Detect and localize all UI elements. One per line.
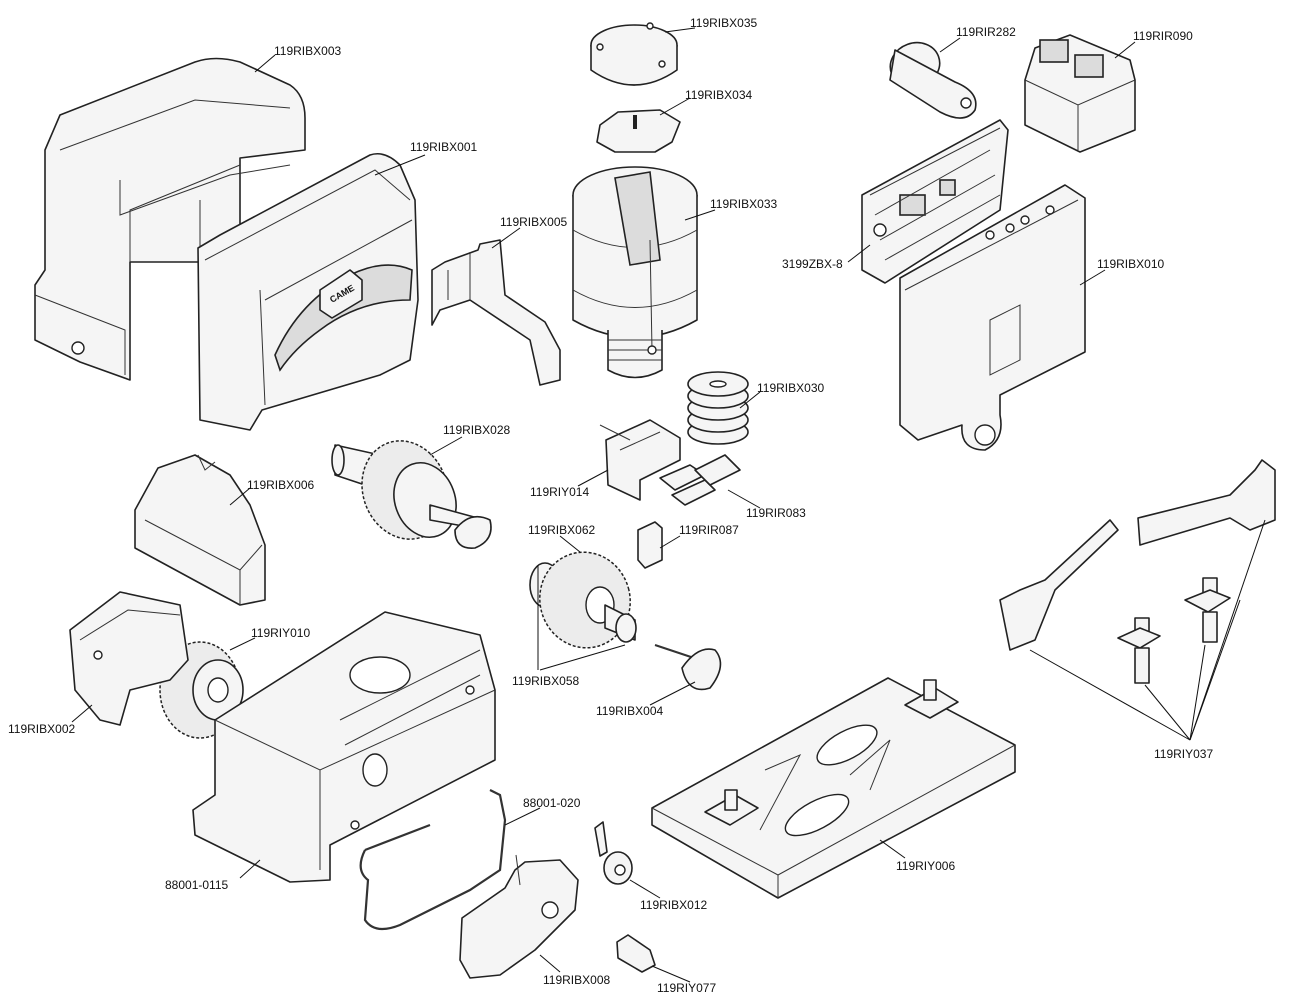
label-119RIBX010: 119RIBX010	[1097, 257, 1164, 271]
label-119RIBX035: 119RIBX035	[690, 16, 757, 30]
label-119RIBX001: 119RIBX001	[410, 140, 477, 154]
label-119RIBX058: 119RIBX058	[512, 674, 579, 688]
label-119RIBX030: 119RIBX030	[757, 381, 824, 395]
part-3199ZBX-8-control-board	[861, 119, 1009, 284]
part-119RIBX062-gear	[529, 551, 637, 649]
part-119RIY006-base-plate	[651, 677, 1016, 899]
part-119RIBX030-spring	[687, 371, 749, 445]
part-labels: 119RIBX003 119RIBX001 119RIBX035 119RIBX…	[8, 16, 1213, 995]
label-119RIBX028: 119RIBX028	[443, 423, 510, 437]
label-119RIBX062: 119RIBX062	[528, 523, 595, 537]
label-119RIBX004: 119RIBX004	[596, 704, 663, 718]
part-119RIBX028-gear-shaft	[331, 440, 492, 549]
part-88001-020-gasket	[359, 789, 507, 931]
label-119RIBX005: 119RIBX005	[500, 215, 567, 229]
part-119RIBX008-inspection-cover	[459, 854, 579, 979]
part-119RIY037-bolt-right	[1184, 577, 1231, 643]
part-119RIBX002-pinion-cover	[69, 591, 189, 726]
label-119RIR087: 119RIR087	[679, 523, 739, 537]
label-119RIY014: 119RIY014	[530, 485, 589, 499]
label-119RIY006: 119RIY006	[896, 859, 955, 873]
part-119RIBX010-mounting-plate	[899, 184, 1086, 451]
label-119RIR282: 119RIR282	[956, 25, 1016, 39]
label-119RIR083: 119RIR083	[746, 506, 806, 520]
label-119RIBX002: 119RIBX002	[8, 722, 75, 736]
part-119RIBX004-shaft-knob	[654, 644, 722, 691]
part-119RIR083-connectors	[659, 454, 741, 506]
part-119RIY037-bolt-left	[1117, 617, 1161, 684]
label-119RIBX006: 119RIBX006	[247, 478, 314, 492]
part-119RIBX005-bracket	[431, 239, 561, 386]
label-119RIY077: 119RIY077	[657, 981, 716, 995]
part-119RIBX001-front-cover: CAME	[197, 152, 419, 431]
part-119RIBX006-cover-piece	[134, 454, 266, 606]
label-119RIR090: 119RIR090	[1133, 29, 1193, 43]
part-119RIR087-connector	[637, 521, 663, 569]
label-88001-020: 88001-020	[523, 796, 581, 810]
label-119RIY037: 119RIY037	[1154, 747, 1213, 761]
label-119RIBX003: 119RIBX003	[274, 44, 341, 58]
came-logo: CAME	[319, 269, 363, 319]
label-119RIY010: 119RIY010	[251, 626, 310, 640]
part-119RIBX033-motor	[572, 166, 698, 379]
part-88001-0115-housing	[192, 611, 496, 883]
part-119RIBX034-plate	[596, 109, 681, 153]
part-119RIY077-key	[616, 934, 656, 973]
label-88001-0115: 88001-0115	[165, 878, 228, 892]
part-119RIY037-rack-brackets	[999, 459, 1276, 684]
part-119RIY014-limit-switch	[599, 419, 681, 501]
part-119RIBX035-cap	[590, 22, 678, 86]
part-119RIR282-capacitor	[889, 41, 977, 119]
label-119RIBX034: 119RIBX034	[685, 88, 752, 102]
leader-lines	[71, 27, 1266, 983]
label-119RIBX033: 119RIBX033	[710, 197, 777, 211]
label-119RIBX012: 119RIBX012	[640, 898, 707, 912]
part-119RIR090-transformer	[1024, 34, 1136, 153]
label-119RIBX008: 119RIBX008	[543, 973, 610, 987]
label-3199ZBX-8: 3199ZBX-8	[782, 257, 843, 271]
part-119RIBX012-lock	[594, 821, 633, 885]
